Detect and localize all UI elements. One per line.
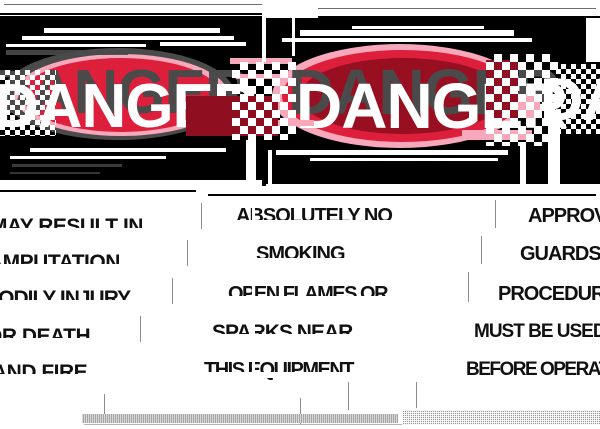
glitch-gap-top-3 [292,16,295,56]
banner-bottom-ragged-left [0,180,262,186]
banner-darkred-smear-1 [186,96,278,136]
banner-streak-1 [44,28,220,33]
banner-streak-3 [6,44,146,47]
column-separator-5 [104,394,105,418]
banner-pink-streak-5 [462,130,532,140]
glitch-band-9 [196,334,468,340]
banner-streak-5 [300,30,514,36]
glitch-gap-top-2 [262,16,266,62]
glitch-slit-4 [140,312,144,338]
glitch-gap-mid-4 [548,118,560,186]
glitch-band-7 [212,258,460,264]
column-separator-3 [172,278,173,304]
glitch-band-15 [448,376,600,382]
footer-dither-bar-left [82,414,402,423]
footer-gap [398,414,403,426]
oval-core-right [300,58,506,134]
glitch-band-10 [192,372,460,378]
glitch-gap-top-1 [262,0,318,16]
glitch-slit-1 [150,200,154,226]
banner-gray-streak-1 [6,50,128,55]
sign-rule-upper-left [0,13,262,15]
column-separator-10 [348,382,349,410]
footer-rule [84,424,402,425]
banner-streak-9 [10,156,166,159]
banner-streak-11 [310,158,498,161]
banner-darkred-smear-2 [486,60,518,118]
banner-streak-2 [22,36,234,40]
banner-streak-6 [282,38,532,42]
body-line-right-1: APPROVED [528,205,600,227]
glitch-slit-6 [440,200,443,320]
banner-streak-8 [30,148,226,152]
column-separator-6 [495,200,496,228]
banner-streak-7 [352,26,484,29]
glitch-band-1 [0,228,232,233]
column-separator-8 [468,272,469,302]
banner-gray-streak-2 [12,164,122,167]
banner-pink-streak-2 [236,74,284,79]
banner-bottom-ragged-right [266,184,600,190]
glitch-band-2 [0,264,206,270]
column-separator-11 [300,398,301,424]
glitch-gap-mid-1 [246,140,256,186]
banner-streak-4 [160,42,246,46]
sign-rule-upper-right [318,16,600,18]
glitch-band-3 [0,300,188,305]
sign-rule-under-banner-right [208,194,596,196]
glitch-slit-3 [166,276,169,302]
glitch-slit-2 [188,238,192,264]
body-line-right-5: BEFORE OPERATING [466,359,600,380]
footer-dither-bar-right [402,410,600,425]
sign-border-top-right [318,8,596,9]
body-line-left-3: BODILY INJURY [0,287,131,310]
sign-border-top-left [4,4,262,5]
body-line-right-3: PROCEDURES [498,283,600,305]
column-separator-4 [140,316,141,342]
glitch-band-5 [0,374,150,380]
glitch-band-11 [466,224,600,230]
glitch-band-8 [200,296,466,301]
body-line-right-4: MUST BE USED [474,321,600,342]
banner-pink-streak-1 [230,58,292,64]
sign-rule-under-banner-left [0,190,196,192]
glitch-gap-top-4 [586,18,600,62]
column-separator-1 [201,203,202,229]
column-separator-9 [416,382,417,408]
body-line-left-1: MAY RESULT IN [0,215,143,238]
glitch-band-6 [206,220,466,225]
glitch-band-12 [462,262,600,268]
column-separator-7 [481,236,482,264]
glitch-band-13 [458,300,600,305]
glitch-slit-5 [252,200,255,396]
column-separator-2 [187,240,188,266]
banner-streak-10 [276,150,508,155]
glitch-band-4 [0,338,176,344]
body-line-right-2: GUARDS AND [520,243,600,265]
banner-gray-streak-3 [10,172,100,174]
glitch-gap-mid-3 [520,146,526,186]
glitch-band-14 [452,338,600,344]
glitch-gap-mid-2 [268,150,272,186]
